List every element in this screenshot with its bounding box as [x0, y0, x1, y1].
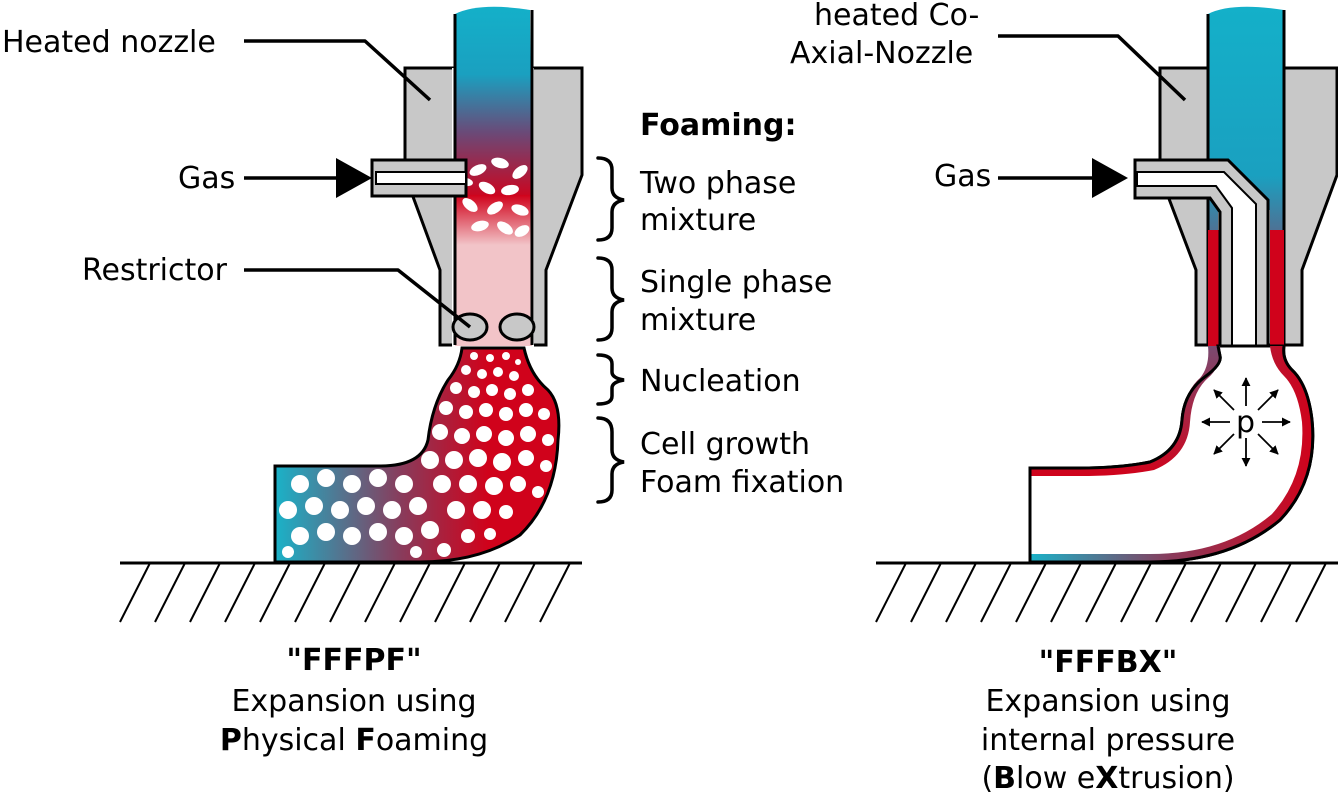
pressure-label: p: [1236, 405, 1255, 440]
coaxial-nozzle-label-line2: Axial-Nozzle: [790, 36, 973, 71]
fffpf-build-plate: [119, 561, 582, 623]
brace-cell-growth: [596, 416, 625, 504]
brace-single-phase: [596, 256, 625, 342]
gas-label-right: Gas: [934, 159, 991, 194]
fffpf-code: "FFFPF": [286, 643, 421, 678]
gas-arrow-head-right: [1092, 158, 1128, 198]
coaxial-nozzle-leader: [998, 34, 1187, 102]
fffbx-caption-line3: (Blow eXtrusion): [981, 761, 1234, 795]
stage-single-phase-line1: Single phase: [640, 265, 832, 300]
pressure-arrows: [1201, 377, 1291, 467]
stage-two-phase-line1: Two phase: [639, 166, 796, 201]
gas-arrow-head: [336, 158, 372, 198]
foaming-heading: Foaming:: [640, 108, 797, 143]
stage-cell-growth: Cell growth: [640, 427, 810, 462]
stage-nucleation: Nucleation: [640, 364, 801, 399]
fffbx-nozzle-assembly: [1133, 6, 1338, 350]
blown-tube: p: [1028, 344, 1315, 564]
restrictor-label: Restrictor: [82, 253, 228, 288]
brace-two-phase: [596, 156, 625, 242]
heated-nozzle-leader: [244, 39, 432, 102]
stage-two-phase-line2: mixture: [640, 203, 756, 238]
fffpf-caption-line1: Expansion using: [231, 684, 476, 719]
fffbx-code: "FFFBX": [1039, 645, 1178, 680]
filament-input: [455, 6, 532, 200]
two-phase-bubbles: [459, 157, 530, 237]
coaxial-nozzle-label-line1: heated Co-: [814, 0, 979, 33]
restrictor-right: [498, 312, 536, 342]
fffpf-caption-line2: Physical Foaming: [220, 723, 488, 758]
stage-foam-fixation: Foam fixation: [640, 465, 844, 500]
foamed-strand: [273, 346, 561, 564]
heated-nozzle-label: Heated nozzle: [2, 25, 216, 60]
fffbx-caption-line2: internal pressure: [981, 723, 1235, 758]
fffbx-caption-line1: Expansion using: [985, 684, 1230, 719]
gas-label-left: Gas: [178, 161, 235, 196]
fffpf-nozzle-assembly: [370, 6, 584, 348]
stage-single-phase-line2: mixture: [640, 303, 756, 338]
brace-nucleation: [596, 353, 625, 406]
restrictor-leader: [244, 268, 472, 329]
fffbx-build-plate: [875, 561, 1338, 623]
stage-braces: [596, 156, 625, 504]
